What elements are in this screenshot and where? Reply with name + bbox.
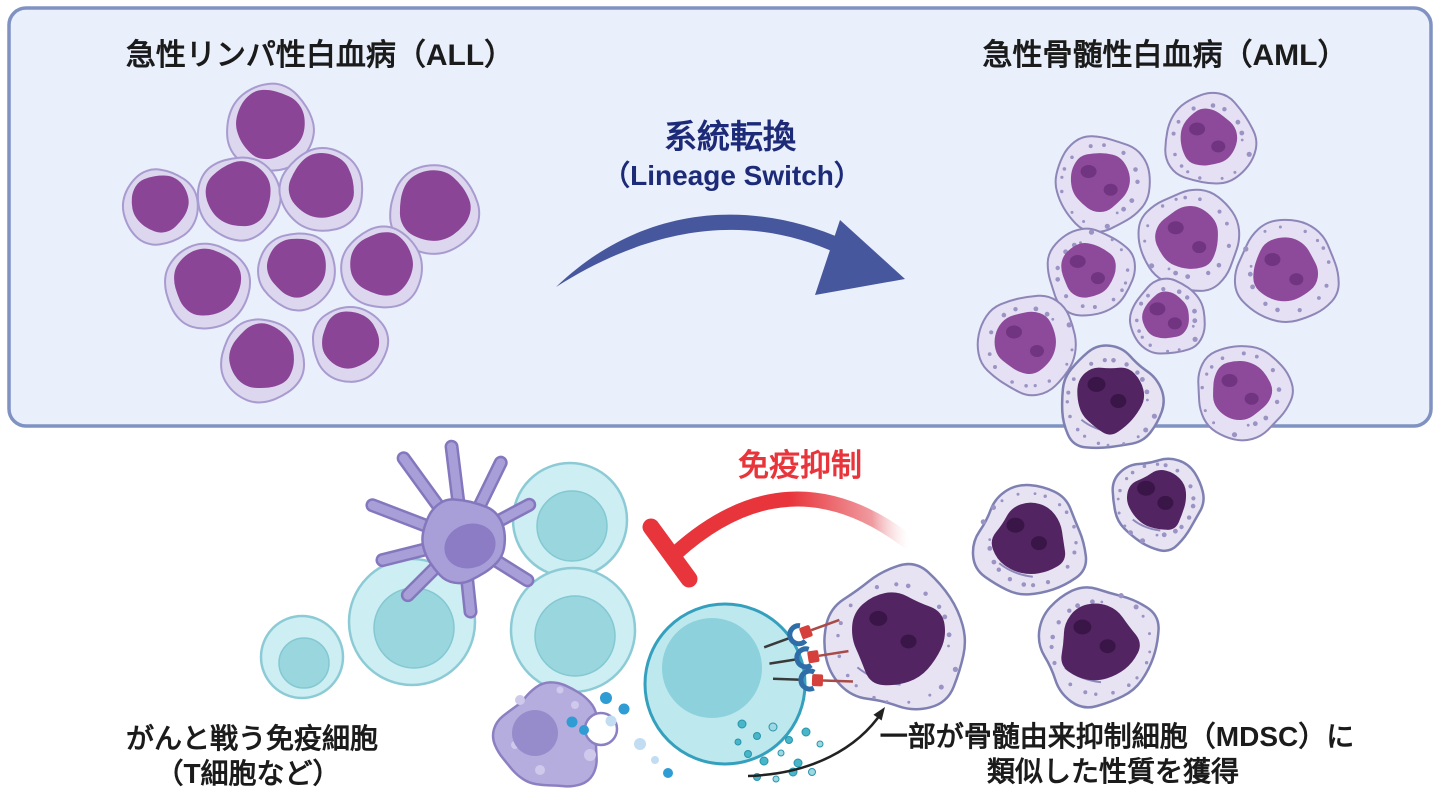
dendritic-cell xyxy=(365,439,537,619)
mdsc-cell xyxy=(1060,344,1165,450)
active-t-cell xyxy=(643,602,807,766)
aml-cell xyxy=(1046,227,1136,317)
aml-cell xyxy=(976,294,1077,397)
mdsc-caption-line1: 一部が骨髄由来抑制細胞（MDSC）に xyxy=(879,720,1355,752)
secreted-granules xyxy=(734,719,824,783)
inhibition-arrow-icon xyxy=(642,491,914,588)
lineage-switch-label-en: （Lineage Switch） xyxy=(602,159,862,191)
lineage-switch-label-jp: 系統転換 xyxy=(664,118,796,156)
aml-cell xyxy=(1164,91,1258,185)
all-cell xyxy=(220,318,306,404)
t-cell xyxy=(511,461,629,579)
mdsc-cell xyxy=(1111,457,1205,553)
receptor-pair xyxy=(772,668,854,692)
all-cell xyxy=(226,82,315,172)
aml-title: 急性骨髄性白血病（AML） xyxy=(982,38,1348,72)
all-title: 急性リンパ性白血病（ALL） xyxy=(125,38,515,72)
all-cell xyxy=(257,232,336,312)
mdsc-cell xyxy=(971,483,1088,596)
aml-cell xyxy=(1137,188,1241,292)
mdsc-cell xyxy=(823,562,967,711)
all-cell xyxy=(164,242,252,330)
t-cell xyxy=(347,557,477,687)
aml-cell xyxy=(1197,345,1294,442)
t-cell xyxy=(259,614,345,700)
aml-cell xyxy=(1128,277,1206,355)
all-cell-cluster xyxy=(121,82,481,404)
all-cell xyxy=(121,168,199,246)
all-cell xyxy=(278,146,364,232)
receptor-pair xyxy=(763,618,840,649)
transformation-arrow-icon xyxy=(747,707,885,778)
macrophage-cell xyxy=(491,681,673,788)
aml-cell xyxy=(1054,135,1151,234)
mdsc-cell-chain xyxy=(823,344,1205,711)
all-cell xyxy=(389,164,481,255)
all-cell xyxy=(196,156,282,242)
immunosuppression-label: 免疫抑制 xyxy=(738,448,862,484)
t-cell xyxy=(509,566,637,694)
immune-cells-caption-line2: （T細胞など） xyxy=(155,757,341,789)
mdsc-caption-line2: 類似した性質を獲得 xyxy=(986,755,1240,787)
receptor-pair xyxy=(769,646,849,670)
aml-cell xyxy=(1233,218,1340,323)
t-cell-cluster xyxy=(259,461,637,700)
receptor-interaction xyxy=(763,618,854,692)
mdsc-cell xyxy=(1037,586,1160,709)
lineage-switch-arrow-icon xyxy=(556,214,905,295)
all-cell xyxy=(340,225,423,309)
all-cell xyxy=(311,305,390,383)
aml-cell-cluster xyxy=(976,91,1340,442)
immune-cells-caption-line1: がんと戦う免疫細胞 xyxy=(125,722,379,754)
